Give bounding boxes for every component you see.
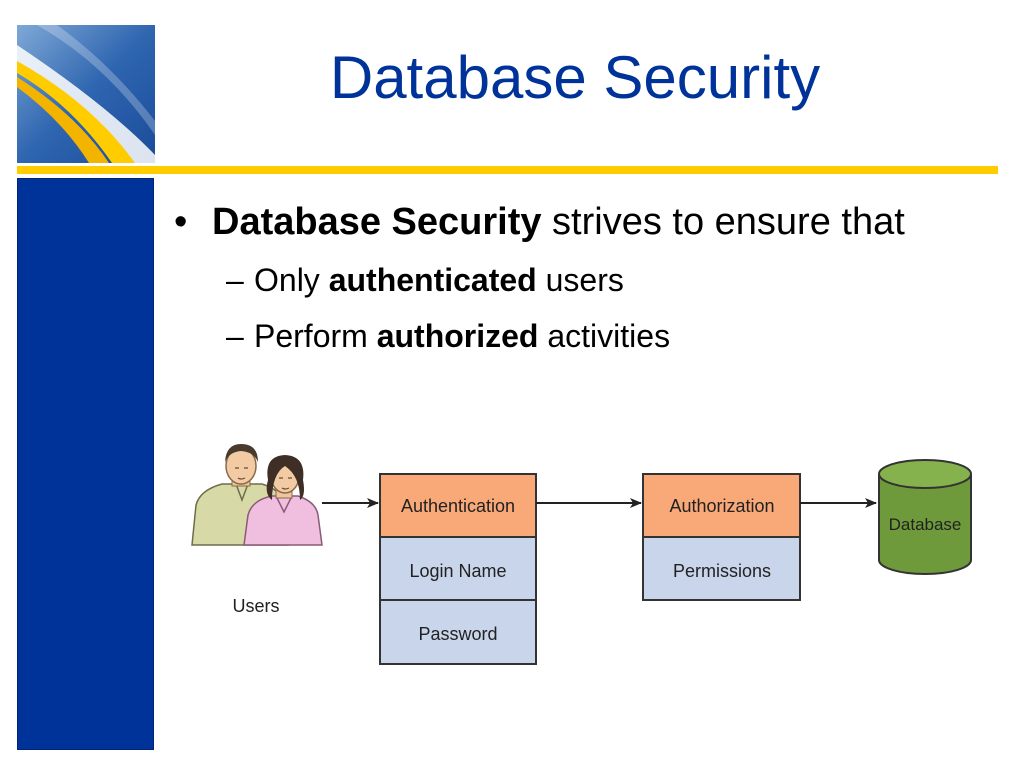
authentication-box: Authentication Login Name Password bbox=[379, 473, 537, 665]
sub-bullet-post: activities bbox=[538, 318, 671, 354]
password-field: Password bbox=[418, 624, 497, 644]
sub-bullet-bold: authorized bbox=[376, 318, 539, 354]
sub-bullet-bold: authenticated bbox=[328, 262, 537, 298]
bullet-item: • Database Security strives to ensure th… bbox=[172, 196, 982, 248]
corner-logo-graphic bbox=[17, 25, 155, 163]
bullet-list: • Database Security strives to ensure th… bbox=[172, 196, 982, 356]
sub-bullet-item: – Perform authorized activities bbox=[172, 316, 982, 356]
sub-bullet-dash: – bbox=[226, 318, 244, 354]
authentication-header: Authentication bbox=[401, 496, 515, 516]
title-divider-rule bbox=[17, 166, 998, 174]
left-accent-bar bbox=[17, 178, 154, 750]
database-label: Database bbox=[889, 515, 962, 534]
authorization-box: Authorization Permissions bbox=[642, 473, 801, 601]
login-name-field: Login Name bbox=[409, 561, 506, 581]
sub-bullet-pre: Perform bbox=[254, 318, 377, 354]
authorization-header: Authorization bbox=[669, 496, 774, 516]
sub-bullet-item: – Only authenticated users bbox=[172, 260, 982, 300]
sub-bullet-post: users bbox=[536, 262, 624, 298]
sub-bullet-pre: Only bbox=[254, 262, 329, 298]
bullet-text: strives to ensure that bbox=[541, 201, 905, 243]
slide-title: Database Security bbox=[329, 44, 821, 111]
bullet-bold-text: Database Security bbox=[212, 201, 542, 243]
bullet-dot: • bbox=[174, 201, 188, 243]
sub-bullet-dash: – bbox=[226, 262, 244, 298]
permissions-field: Permissions bbox=[673, 561, 771, 581]
users-illustration bbox=[191, 444, 323, 546]
database-cylinder: Database bbox=[878, 459, 972, 575]
users-label: Users bbox=[232, 596, 279, 616]
